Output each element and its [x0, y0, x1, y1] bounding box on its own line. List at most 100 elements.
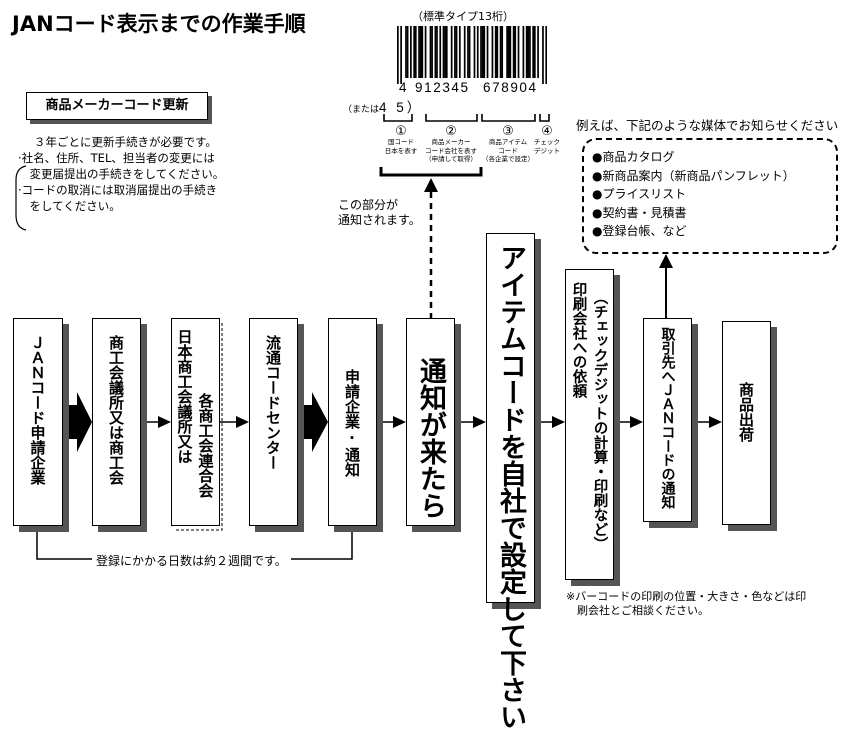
barcode-segment-4: ④ チェック デジット	[532, 125, 562, 155]
barcode-alt-value: 4 5）	[379, 100, 424, 115]
period-note: 登録にかかる日数は約２週間です。	[92, 552, 291, 569]
step-notify-applicant: 申請企業·通知	[328, 318, 377, 526]
barcode-alt-prefix: （または4 5）	[343, 96, 423, 116]
notified-bracket	[379, 167, 483, 177]
small-arrows	[140, 416, 722, 428]
barcode-alt-label: （または	[343, 105, 380, 115]
media-item: ●契約書・見積書	[592, 205, 687, 220]
step-label-col1: 印刷会社への依頼	[570, 282, 587, 398]
segment-number: ②	[445, 124, 457, 139]
connectors-layer	[15, 114, 722, 560]
segment-line: コード会社を表す	[425, 146, 477, 155]
barcode-bar	[542, 26, 544, 84]
barcode-bar	[419, 26, 422, 78]
footnote-line: 刷会社とご相談ください。	[566, 604, 709, 617]
step-set-item-code: アイテムコードを自社で設定して下さい	[486, 233, 535, 730]
barcode-bar	[431, 26, 433, 78]
barcode-bar	[467, 26, 469, 78]
segment-line: デジット	[534, 146, 560, 155]
step-chamber: 商工会議所又は商工会	[92, 318, 141, 526]
barcode-bar	[514, 26, 517, 78]
step-federation: 日本商工会議所又は 各商工会連合会	[171, 318, 220, 526]
step-label: 取引先へＪＡＮコードの通知	[659, 327, 676, 509]
media-item: ●新商品案内（新商品パンフレット）	[592, 168, 795, 183]
barcode-bar	[529, 26, 531, 78]
notified-arrowhead	[424, 178, 438, 192]
segment-number: ③	[502, 124, 514, 139]
step-label-col2: （チェックデジットの計算・印刷など）	[591, 290, 608, 551]
segment-bracket-1	[383, 114, 413, 122]
step-label: ＪＡＮコード申請企業	[28, 335, 47, 485]
step-applicant: ＪＡＮコード申請企業	[13, 318, 63, 526]
barcode-bar	[442, 26, 445, 78]
barcode-bar	[525, 26, 528, 78]
notified-label-line: 通知されます。	[338, 213, 421, 227]
note-line: ·社名、住所、TEL、担当者の変更には	[18, 151, 215, 165]
barcode-bar	[445, 26, 448, 78]
footnote: ※バーコードの印刷の位置・大きさ・色などは印 刷会社とご相談ください。	[566, 590, 806, 618]
media-box	[582, 138, 838, 254]
segment-number: ①	[395, 124, 407, 139]
barcode-bar	[491, 26, 494, 78]
barcode-bar	[506, 26, 508, 78]
barcode-bar	[429, 26, 432, 78]
barcode-bar	[410, 26, 412, 78]
segment-line: 商品メーカー	[431, 138, 471, 146]
maker-code-update-notes: ３年ごとに更新手続きが必要です。 ·社名、住所、TEL、担当者の変更には 変更届…	[18, 134, 224, 214]
barcode-bar	[455, 26, 458, 78]
barcode-bar	[413, 26, 416, 78]
step-printer-request: 印刷会社への依頼 （チェックデジットの計算・印刷など）	[565, 269, 614, 580]
step-label: 商工会議所又は商工会	[107, 335, 125, 485]
barcode-bar	[473, 26, 476, 78]
big-arrow-1	[62, 392, 92, 452]
segment-line: 商品アイテム	[488, 138, 528, 146]
segment-line: 日本を表す	[384, 146, 418, 155]
barcode-bar	[397, 26, 399, 84]
footnote-line: ※バーコードの印刷の位置・大きさ・色などは印	[566, 590, 807, 603]
barcode-bar	[439, 26, 442, 78]
barcode-image	[397, 26, 547, 84]
barcode-bar	[507, 26, 510, 78]
step-label: 商品出荷	[737, 382, 755, 442]
big-arrow-2	[297, 392, 328, 452]
barcode-bar	[454, 26, 456, 78]
barcode-bar	[480, 26, 482, 78]
segment-bracket-3	[481, 114, 536, 122]
media-list: ●商品カタログ ●新商品案内（新商品パンフレット） ●プライスリスト ●契約書・…	[592, 148, 795, 241]
step-notice-arrives: 通知が来たら	[406, 318, 455, 526]
barcode-digits-right: 678904	[482, 80, 539, 95]
notified-label-line: この部分が	[338, 198, 399, 212]
barcode-digits-left: 912345	[414, 80, 471, 95]
step-notify-partners: 取引先へＪＡＮコードの通知	[643, 318, 692, 522]
barcode-bar	[400, 26, 402, 84]
step-label: 流通コードセンター	[264, 335, 282, 470]
barcode-bar	[499, 26, 502, 78]
federation-dashed-border	[176, 323, 223, 531]
segment-line: （各企業で設定）	[482, 155, 534, 163]
maker-code-update-heading: 商品メーカーコード更新	[26, 92, 208, 120]
barcode-bar	[527, 26, 530, 78]
barcode-bar	[496, 26, 499, 78]
notified-label: この部分が 通知されます。	[338, 198, 421, 228]
barcode-bar	[481, 26, 484, 78]
barcode-caption: （標準タイプ13桁）	[412, 10, 514, 23]
barcode-bar	[537, 26, 539, 78]
barcode-segment-3: ③ 商品アイテム コード （各企業で設定）	[480, 125, 536, 164]
note-line: 変更届提出の手続きをしてください。	[18, 167, 225, 181]
note-line: ３年ごとに更新手続きが必要です。	[34, 135, 217, 149]
barcode-bar	[418, 26, 420, 78]
media-caption: 例えば、下記のような媒体でお知らせください	[576, 118, 839, 133]
media-arrowhead	[659, 254, 673, 268]
media-item: ●登録台帳、など	[592, 224, 687, 238]
barcode-bar	[458, 26, 461, 78]
barcode-segment-1: ① 国コード 日本を表す	[381, 125, 421, 155]
step-dsri: 流通コードセンター	[249, 318, 298, 526]
segment-bracket-2	[425, 114, 478, 122]
barcode-digit-first: 4	[399, 80, 407, 95]
barcode-bar	[444, 26, 446, 78]
barcode-bar	[483, 26, 486, 78]
step-shipping: 商品出荷	[722, 321, 771, 525]
barcode-bar	[424, 26, 427, 78]
barcode-bar	[405, 26, 407, 78]
note-line: をしてください。	[18, 199, 121, 213]
